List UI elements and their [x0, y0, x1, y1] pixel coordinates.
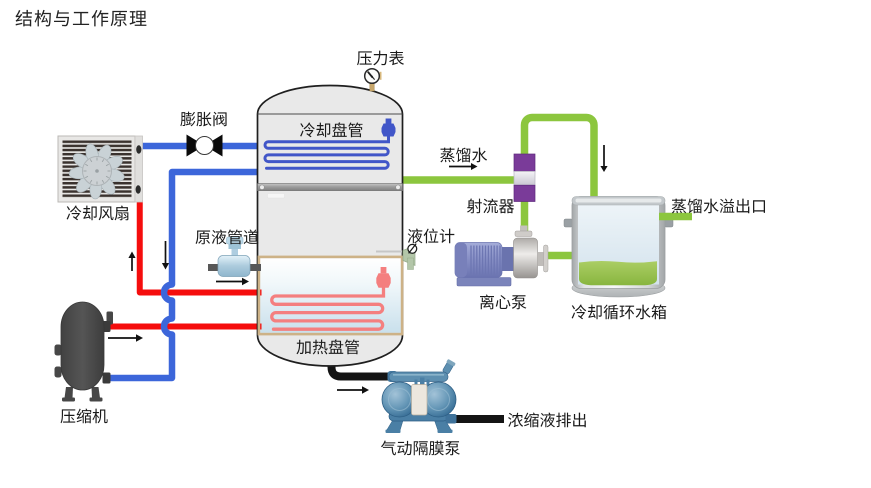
- cooling-fan: [57, 135, 143, 203]
- label-concentrate-discharge: 浓缩液排出: [507, 406, 588, 431]
- label-compressor: 压缩机: [59, 403, 109, 427]
- cooling-water-tank: [563, 196, 692, 298]
- fan-port-bottom: [135, 185, 141, 194]
- pump-outlet-flange: [543, 244, 549, 273]
- flow-arrow-up-red: [128, 251, 136, 271]
- label-jet-ejector: 射流器: [466, 192, 515, 217]
- pump-inlet-flange: [514, 230, 533, 237]
- label-centrifugal-pump: 离心泵: [478, 288, 528, 313]
- tank-green-liquid: [579, 261, 657, 286]
- coil-inlet-stub: [385, 118, 392, 124]
- level-gauge: [376, 243, 418, 270]
- label-raw-liquid-pipe: 原液管道: [194, 224, 260, 248]
- label-expansion-valve: 膨胀阀: [179, 106, 229, 130]
- pump-coupling: [501, 247, 514, 271]
- pipe-green-ejector-loop: [520, 113, 598, 200]
- page-title: 结构与工作原理: [15, 5, 148, 31]
- raw-liquid-valve: [208, 236, 261, 277]
- compressor: [54, 301, 113, 402]
- diaphragm-pump: [381, 359, 457, 433]
- pump-center-block: [411, 384, 428, 416]
- pump-base: [456, 277, 512, 287]
- jet-ejector: [513, 153, 536, 202]
- label-overflow-outlet: 蒸馏水溢出口: [671, 192, 768, 217]
- pump-head: [513, 237, 538, 279]
- pump-outlet: [445, 414, 457, 424]
- coil-inlet-fitting: [381, 123, 396, 137]
- label-cooling-coil: 冷却盘管: [299, 116, 364, 141]
- tank-rim-inner: [575, 198, 662, 203]
- label-diaphragm-pump: 气动隔膜泵: [380, 434, 461, 459]
- tank-heating-window: [257, 255, 404, 336]
- flow-arrow-raw-liquid: [216, 277, 249, 286]
- pressure-gauge: [363, 67, 382, 92]
- label-cooling-water-tank: 冷却循环水箱: [570, 299, 668, 323]
- flow-arrow-distillate: [449, 163, 478, 170]
- expansion-valve: [186, 134, 223, 157]
- motor-cap: [455, 242, 467, 278]
- pump-outlet-stub: [537, 252, 544, 266]
- flow-arrow-drain: [337, 386, 369, 394]
- pump-inlet-stub: [520, 225, 528, 234]
- window-border: [257, 255, 404, 336]
- cooling-coil: [263, 118, 396, 170]
- pipe-red-fan-to-tank: [136, 200, 261, 296]
- flow-arrow-down-blue: [161, 241, 170, 270]
- fan-port-top: [136, 145, 142, 154]
- centrifugal-pump: [454, 225, 549, 287]
- flow-arrow-into-tank: [600, 145, 608, 172]
- tank-divider-flange: [257, 183, 403, 191]
- fan-side-bar: [134, 135, 143, 203]
- label-level-gauge: 液位计: [406, 222, 456, 247]
- label-distilled-water: 蒸馏水: [439, 141, 488, 166]
- compressor-body: [60, 301, 105, 391]
- pump-top-manifold: [388, 371, 449, 382]
- valve-body: [217, 255, 251, 277]
- label-cooling-fan: 冷却风扇: [65, 200, 131, 224]
- tank-handle-left: [563, 218, 573, 228]
- label-pressure-gauge: 压力表: [356, 44, 405, 69]
- tank-watermark: [267, 193, 285, 199]
- pipe-blue-tank-to-compressor: [104, 168, 258, 382]
- heating-coil: [270, 267, 391, 331]
- label-heating-coil: 加热盘管: [295, 333, 361, 358]
- pipe-black-drain: [327, 350, 396, 381]
- flow-arrow-compressor-out: [108, 334, 143, 342]
